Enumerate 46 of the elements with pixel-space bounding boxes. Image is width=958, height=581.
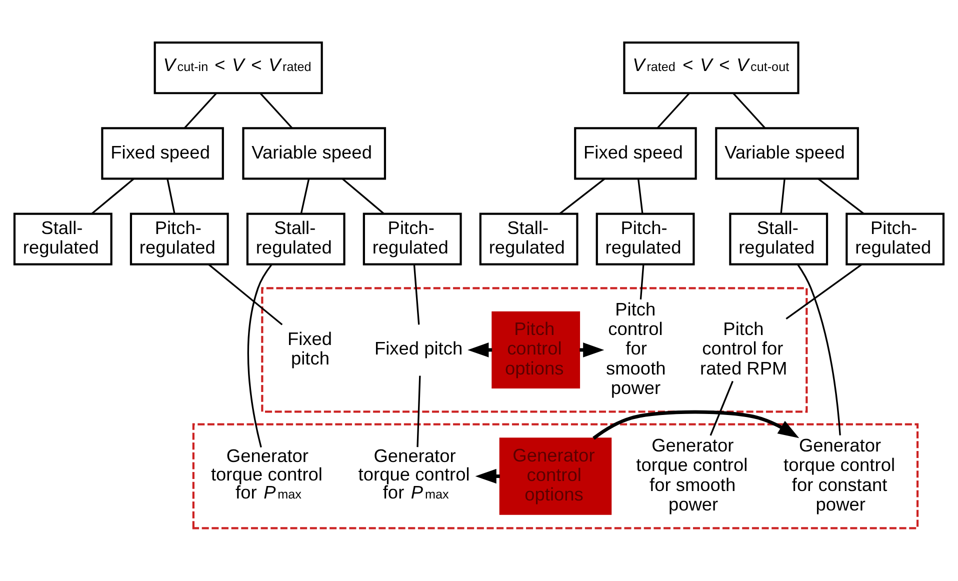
node-box: Stall- regulated [13, 212, 112, 265]
node-box: Fixed speed [574, 126, 697, 180]
node-box: Generator control options [499, 437, 612, 514]
connector [416, 375, 421, 447]
connector [559, 178, 606, 214]
node-box: Variable speed [715, 126, 859, 180]
node-box: Stall- regulated [246, 212, 346, 265]
node-box: Stall- regulated [479, 212, 578, 265]
connector [208, 263, 283, 325]
node-box: Pitch control options [492, 310, 580, 388]
cluster [261, 286, 808, 412]
node-text: Generator torque control for constant power [784, 434, 896, 514]
node-box: Stall- regulated [729, 212, 828, 265]
node-text: Fixed pitch [287, 327, 332, 368]
connector [184, 92, 218, 128]
connector [786, 263, 862, 320]
node-text: Generator torque control for Pmax [358, 444, 470, 502]
node-box: Variable speed [242, 126, 386, 180]
connector [342, 178, 384, 214]
node-text: Fixed pitch [374, 337, 463, 358]
connector [780, 178, 786, 214]
connector [247, 264, 272, 448]
connector [797, 264, 841, 435]
connector [413, 264, 420, 324]
connector [637, 178, 644, 214]
connector [656, 92, 690, 128]
node-box: Vrated < V < Vcut-out [623, 41, 800, 94]
node-box: Pitch- regulated [130, 212, 229, 265]
node-box: Pitch- regulated [846, 212, 945, 265]
connector [260, 92, 293, 128]
node-text: Pitch control for smooth power [606, 298, 666, 398]
node-box: Pitch- regulated [362, 212, 462, 265]
node-text: Generator torque control for Pmax [210, 444, 322, 502]
node-box: Pitch- regulated [596, 212, 695, 265]
connector [91, 178, 134, 214]
connector [732, 92, 766, 128]
connector [300, 178, 310, 214]
node-box: Fixed speed [101, 126, 224, 180]
node-text: Generator torque control for smooth power [636, 434, 748, 514]
connector [640, 264, 644, 299]
node-box: Vcut-in < V < Vrated [154, 41, 323, 94]
connector [818, 178, 864, 214]
connector [166, 178, 176, 214]
cluster [192, 422, 919, 529]
node-text: Pitch control for rated RPM [700, 318, 788, 378]
connector [710, 380, 734, 436]
